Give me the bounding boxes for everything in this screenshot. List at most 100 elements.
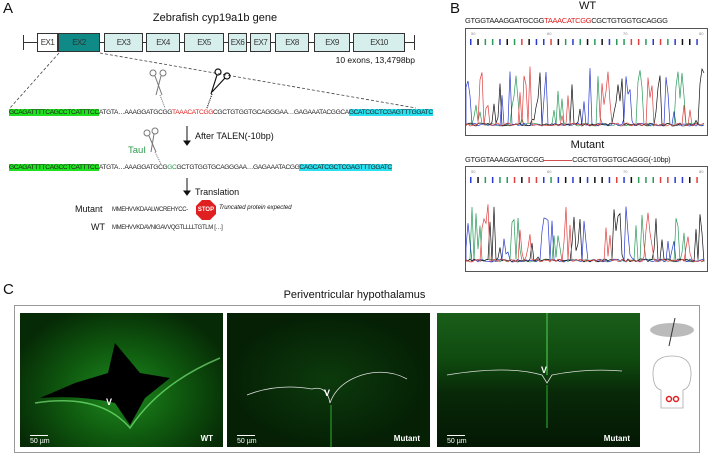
base-call (637, 177, 640, 183)
seq-part: GTGGTAAAGGATGCGG (465, 16, 545, 25)
seq-part: ATGTA…AAAGGATGCG (98, 164, 168, 171)
talen-target: TAAACATCGG (544, 16, 592, 25)
base-call (535, 177, 538, 183)
base-call (513, 39, 516, 45)
base-call (594, 177, 596, 183)
gene-title: Zebrafish cyp19a1b gene (152, 12, 278, 24)
base-call (579, 177, 581, 183)
exon-5: EX5 (184, 33, 224, 52)
base-call (499, 177, 501, 183)
base-call (608, 39, 611, 45)
mutant-label: Mutant (75, 204, 103, 214)
talen-target: TAAACATCGG (172, 109, 213, 116)
exon-4: EX4 (146, 33, 180, 52)
wt-chrom-title: WT (578, 0, 597, 12)
base-call (528, 177, 530, 183)
base-call (652, 177, 654, 183)
base-call (521, 177, 523, 183)
base-call (623, 39, 625, 45)
base-call (564, 39, 567, 45)
scissors-icon (143, 127, 162, 165)
base-call (535, 39, 538, 45)
arrow-down-icon (183, 178, 191, 196)
base-call (594, 39, 596, 45)
base-call (528, 39, 530, 45)
base-call (696, 177, 698, 183)
exon-6: EX6 (228, 33, 247, 52)
mutant-chromatogram: 50 60 70 80 (465, 166, 708, 272)
base-call (586, 177, 589, 183)
trace-3 (465, 204, 705, 263)
base-call (521, 39, 523, 45)
base-call (681, 177, 684, 183)
position-tick: 70 (623, 169, 628, 174)
left-homology: GCAGATTTTCAGCCTCATTTCC (9, 109, 99, 116)
base-call (659, 39, 662, 45)
base-call (513, 177, 516, 183)
base-call (557, 39, 560, 45)
wt-protein: MMEHVVKDAVNIGAVVQGTLLLLTGTLM […] (112, 225, 223, 231)
base-call (491, 39, 494, 45)
base-call (667, 177, 669, 183)
right-homology: GCATCGCTCGAGTTTGGATC (348, 109, 433, 116)
exon-8: EX8 (275, 33, 309, 52)
base-call (491, 177, 494, 183)
panel-a-label: A (3, 0, 14, 17)
position-tick: 50 (471, 169, 476, 174)
position-tick: 80 (699, 31, 704, 36)
base-call (608, 177, 611, 183)
after-talen-label: After TALEN(-10bp) (195, 131, 274, 141)
scale-label: 50 µm (30, 438, 50, 445)
position-tick: 60 (547, 31, 552, 36)
base-call (696, 39, 698, 45)
base-call (616, 39, 618, 45)
ventricle-label: V (324, 388, 331, 398)
exon-1: EX1 (37, 33, 58, 52)
base-call (506, 177, 508, 183)
scissors-icon (206, 68, 231, 109)
base-call (586, 39, 589, 45)
base-call (689, 177, 691, 183)
base-call (499, 39, 501, 45)
base-call (543, 177, 545, 183)
base-call (477, 177, 479, 183)
base-call (630, 39, 633, 45)
base-call (564, 177, 567, 183)
wt-dna-sequence: GCAGATTTTCAGCCTCATTTCCATGTA…AAAGGATGCGGT… (9, 109, 433, 116)
condition-label: WT (200, 434, 213, 443)
base-call (579, 39, 581, 45)
base-call (550, 177, 552, 183)
position-tick: 80 (699, 169, 704, 174)
ventricle-label: V (106, 397, 113, 407)
base-call (637, 39, 640, 45)
wt-micrograph: V 50 µm WT (20, 313, 223, 447)
scale-bar (447, 435, 465, 436)
panel-b-label: B (450, 0, 461, 17)
seq-part: GTGGTAAAGGATGCGG (465, 155, 545, 164)
translation-label: Translation (195, 187, 240, 197)
position-tick: 60 (547, 169, 552, 174)
left-homology: GCAGATTTTCAGCCTCATTTCC (9, 164, 99, 171)
seq-part: CGCTGTGGTGCAGGG(-10bp) (572, 155, 671, 164)
base-call (484, 39, 487, 45)
exon-2: EX2 (58, 33, 100, 52)
mutant-dna-sequence: GCAGATTTTCAGCCTCATTTCCATGTA…AAAGGATGCG GC… (9, 164, 392, 171)
stop-sign-icon: STOP (196, 200, 216, 220)
panel-c-label: C (3, 281, 14, 298)
exon-9: EX9 (314, 33, 350, 52)
mutant-chrom-sequence: GTGGTAAAGGATGCGG CGCTGTGGTGCAGGG(-10bp) (465, 155, 671, 164)
base-call (572, 177, 574, 183)
base-call (506, 39, 508, 45)
wt-label: WT (91, 222, 105, 232)
gene-end (414, 35, 415, 50)
seq-part: CGCTGTGGTGCAGGGAA…GAGAAATACGGCA (213, 109, 349, 116)
base-call (601, 177, 603, 183)
condition-label: Mutant (603, 434, 630, 443)
base-call (572, 39, 574, 45)
exon-7: EX7 (250, 33, 271, 52)
scale-label: 50 µm (237, 438, 257, 445)
base-call (681, 39, 684, 45)
seq-part: GCTGTGGTGCAGGGAA…GAGAAATACGG (176, 164, 300, 171)
ventricle-label: V (541, 365, 548, 375)
